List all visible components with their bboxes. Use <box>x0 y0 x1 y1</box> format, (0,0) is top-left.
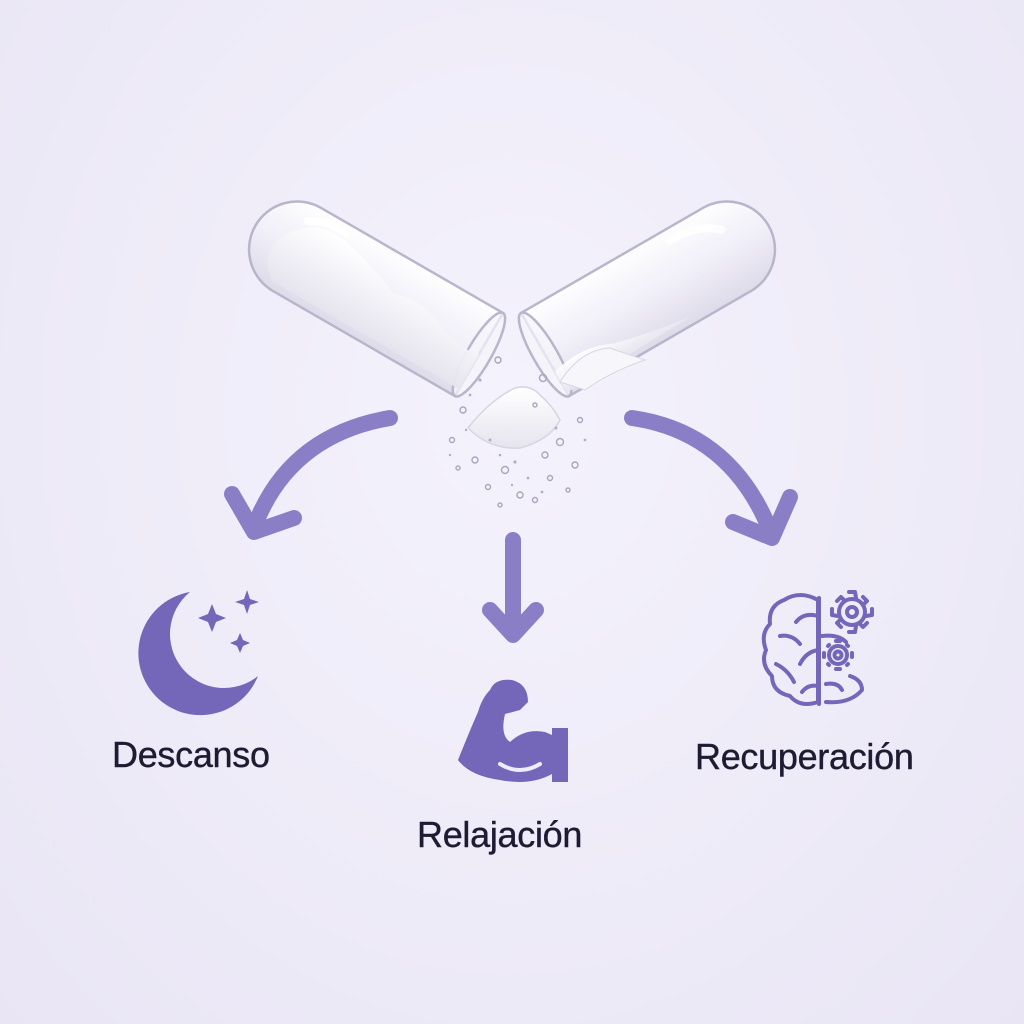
star-small <box>230 633 250 653</box>
label-rest: Descanso <box>112 734 270 775</box>
powder-particles <box>448 356 584 508</box>
gear-small-icon <box>822 639 854 671</box>
capsule-right-half <box>517 200 777 398</box>
gear-large-icon <box>830 590 874 634</box>
label-relaxation: Relajación <box>417 814 583 855</box>
label-recovery: Recuperación <box>695 736 914 777</box>
flexed-arm-icon <box>458 679 568 782</box>
arrow-to-relaxation <box>482 532 544 643</box>
capsule-left-half <box>247 200 507 398</box>
arrow-to-rest <box>224 410 398 540</box>
brain-gears-icon <box>761 590 874 706</box>
star-large <box>198 604 226 632</box>
star-top <box>235 590 259 614</box>
powder-pile <box>466 386 561 449</box>
open-capsule-icon <box>247 200 777 508</box>
arrow-to-recovery <box>624 410 798 546</box>
moon-stars-icon <box>138 590 259 716</box>
